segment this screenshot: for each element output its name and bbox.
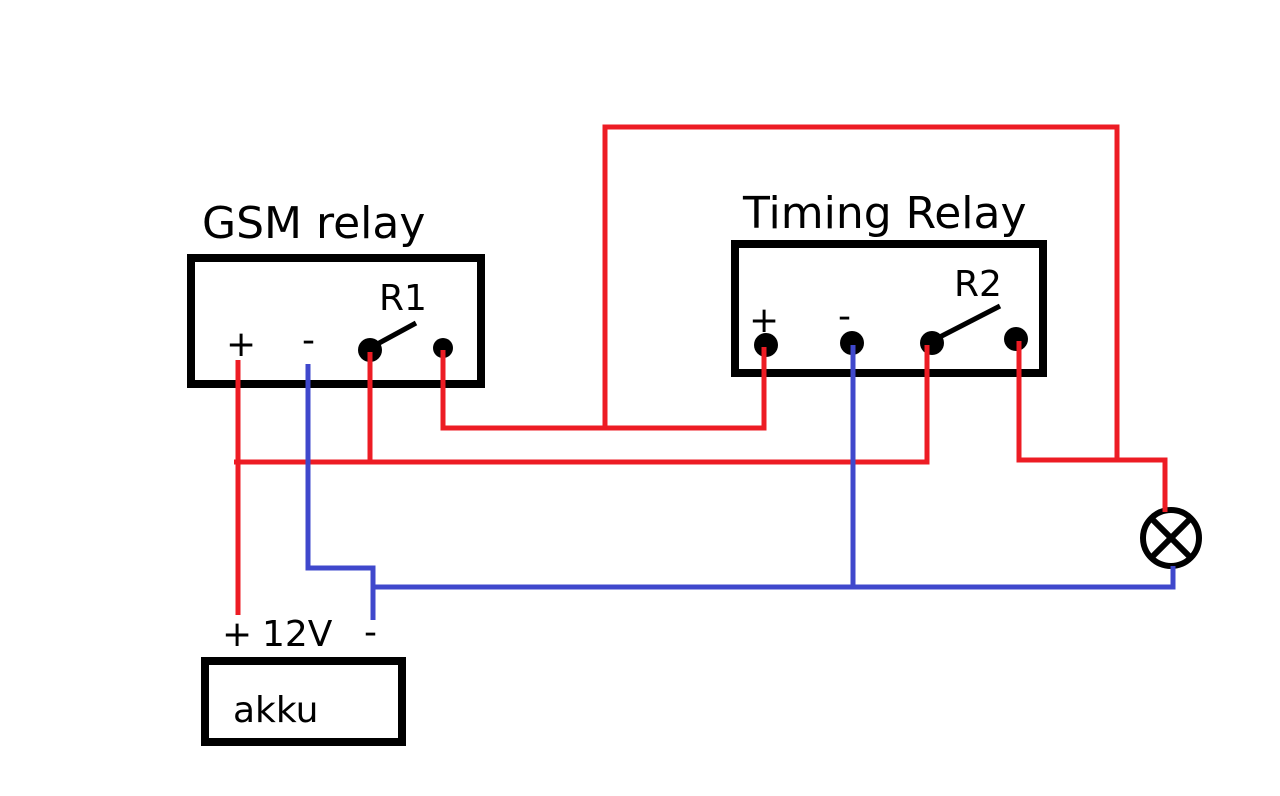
battery-box	[201, 657, 406, 746]
r1-label: R1	[379, 278, 427, 319]
negative-wires	[305, 345, 1176, 620]
r1-switch-arm	[368, 320, 418, 351]
timing-relay-box	[731, 240, 1047, 377]
battery-label: akku	[233, 690, 318, 731]
r2-label: R2	[954, 264, 1002, 305]
r2-contact-terminal	[1004, 327, 1028, 351]
positive-wires	[234, 124, 1168, 615]
wire-negative-bus	[373, 566, 1176, 590]
wire-gsm-minus-to-battery	[305, 364, 376, 620]
timing-relay-title: Timing Relay	[742, 188, 1027, 239]
timing-minus-label: -	[838, 296, 851, 337]
gsm-relay: GSM relay R1 + -	[187, 198, 485, 388]
wire-r2-contact-to-lamp	[1016, 341, 1168, 512]
r2-switch-arm	[930, 303, 1002, 344]
wire-positive-bus	[234, 345, 930, 465]
battery-voltage-label: 12V	[262, 614, 333, 655]
battery-minus-label: -	[364, 612, 377, 653]
gsm-minus-label: -	[302, 320, 315, 361]
gsm-relay-box	[187, 254, 485, 388]
battery-plus-label: +	[222, 614, 252, 655]
wire-top-loop	[602, 124, 1120, 460]
gsm-relay-title: GSM relay	[202, 198, 425, 249]
timing-relay: Timing Relay R2 + -	[731, 188, 1047, 377]
lamp-icon	[1140, 507, 1202, 569]
timing-plus-terminal	[754, 333, 778, 357]
timing-minus-terminal	[840, 331, 864, 355]
r1-contact-terminal	[433, 338, 453, 358]
gsm-plus-label: +	[226, 324, 256, 365]
battery: + 12V - akku	[201, 612, 406, 746]
